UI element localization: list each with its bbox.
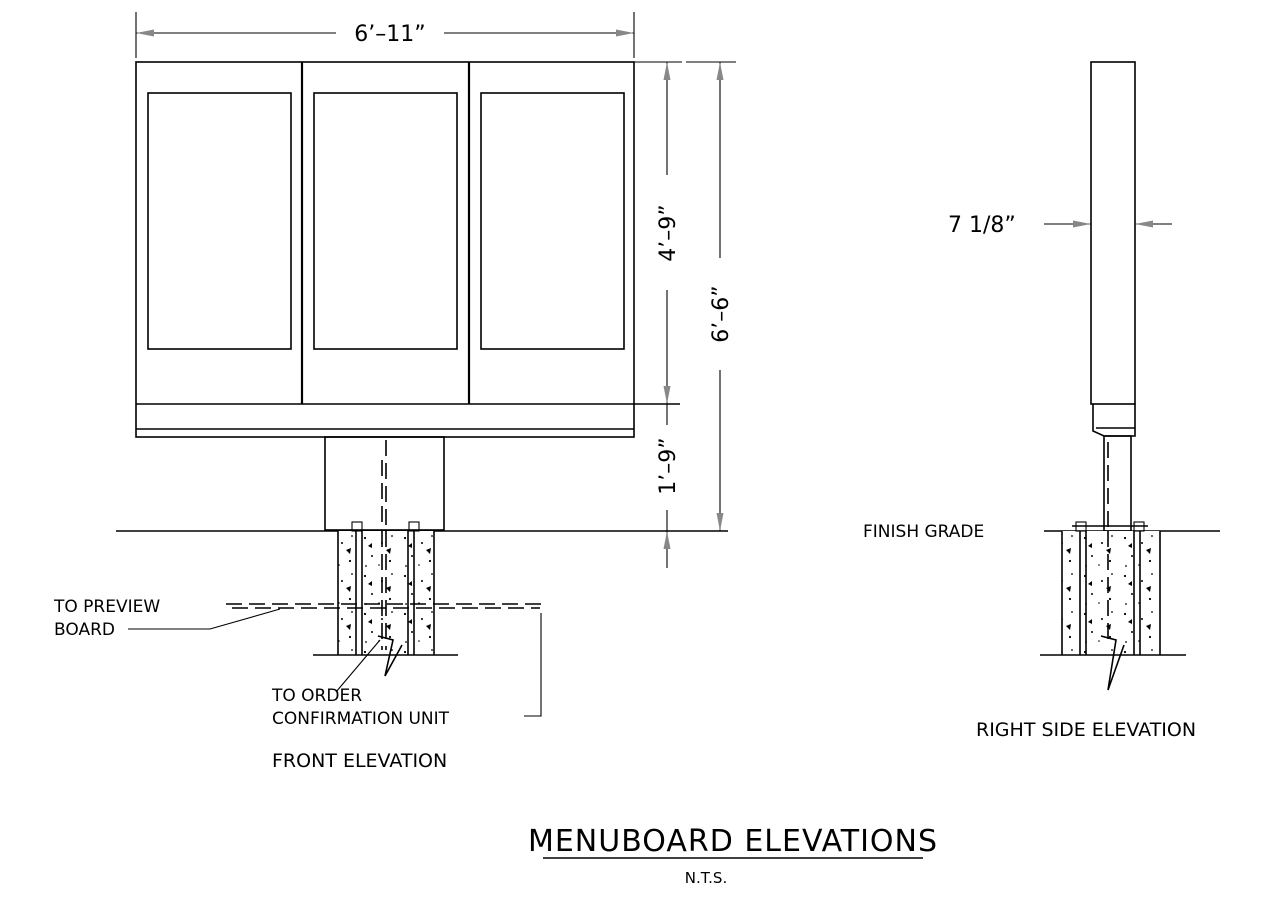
order-note-line1: TO ORDER (271, 686, 362, 706)
preview-note-line2: BOARD (54, 620, 115, 640)
depth-label: 7 1/8” (948, 213, 1016, 238)
depth-dimension: 7 1/8” (948, 213, 1172, 238)
right-side-elevation: 7 1/8” FINISH GRADE RIGHT SIDE ELEVATION (863, 61, 1220, 741)
front-elevation-label: FRONT ELEVATION (272, 750, 447, 772)
scale-note: N.T.S. (685, 869, 727, 887)
overall-width-label: 6’–11” (354, 22, 425, 47)
side-foundation (1040, 521, 1186, 691)
post-height-label: 1’–9” (656, 437, 681, 494)
overall-width-dimension: 6’–11” (135, 12, 635, 58)
post-height-dimension: 1’–9” (656, 404, 681, 568)
finish-grade-label: FINISH GRADE (863, 522, 984, 542)
order-note-line2: CONFIRMATION UNIT (272, 709, 450, 729)
menu-panel-center (313, 92, 458, 350)
front-elevation: 6’–11” (53, 12, 736, 772)
support-post (324, 436, 445, 531)
drawing-title-block: MENUBOARD ELEVATIONS N.T.S. (528, 824, 938, 887)
menu-panel-left (147, 92, 292, 350)
drawing-title: MENUBOARD ELEVATIONS (528, 824, 938, 859)
panel-height-label: 4’–9” (656, 204, 681, 261)
conduit (226, 603, 546, 717)
concrete-foundation (313, 521, 458, 677)
preview-note-line1: TO PREVIEW (53, 597, 160, 617)
preview-board-note: TO PREVIEW BOARD (53, 597, 281, 640)
menuboard-cabinet (135, 61, 680, 438)
overall-height-label: 6’–6” (709, 285, 734, 342)
overall-height-dimension: 6’–6” (686, 61, 736, 531)
right-side-elevation-label: RIGHT SIDE ELEVATION (976, 719, 1196, 741)
panel-height-dimension: 4’–9” (634, 61, 682, 404)
cabinet-side (1090, 61, 1136, 405)
order-confirmation-note: TO ORDER CONFIRMATION UNIT (271, 639, 450, 729)
menu-panel-right (480, 92, 625, 350)
